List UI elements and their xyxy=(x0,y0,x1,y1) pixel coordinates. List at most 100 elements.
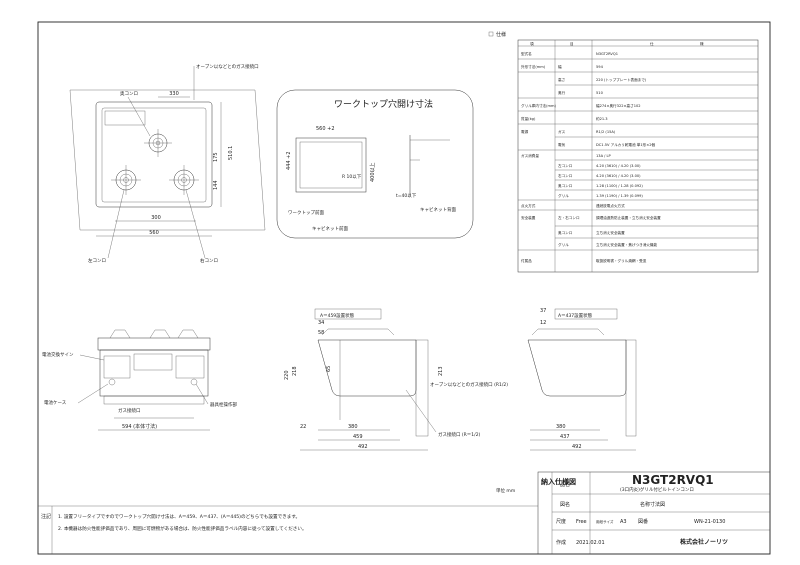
spec-row: 安全装置左・右コンロ調理油過熱防止装置・立ち消え安全装置 xyxy=(521,215,758,227)
svg-text:仕: 仕 xyxy=(650,41,654,46)
svg-text:グリル: グリル xyxy=(558,193,569,198)
cutout-c2: キャビネット前面 xyxy=(312,225,348,232)
svg-text:立ち消え安全装置・焦げつき消火機能: 立ち消え安全装置・焦げつき消火機能 xyxy=(596,242,657,247)
svg-text:218: 218 xyxy=(292,366,298,376)
cutout-title: ワークトップ穴開け寸法 xyxy=(334,98,433,110)
sheet-border xyxy=(37,21,771,555)
company-name: 株式会社ノーリツ xyxy=(680,538,728,546)
svg-text:1.39 (1190) / 1.39 (0.099): 1.39 (1190) / 1.39 (0.099) xyxy=(596,194,643,198)
label-back-burner: 奥コンロ xyxy=(120,90,138,97)
top-view: 330 300 560 510.1 175 144 奥コンロ 左コンロ 右コンロ… xyxy=(69,63,266,264)
svg-text:220: 220 xyxy=(284,370,290,380)
spec-row: 質量(kg)約21.3 xyxy=(518,116,758,125)
spec-row: グリル 1.39 (1190) / 1.39 (0.099) xyxy=(518,193,758,201)
dim-380: 380 xyxy=(348,424,358,430)
svg-text:幅: 幅 xyxy=(558,64,562,69)
svg-text:34: 34 xyxy=(318,320,324,326)
svg-text:12: 12 xyxy=(540,320,546,326)
spec-row: 右コンロ 4.20 (3610) / 4.20 (3.00) xyxy=(555,173,758,181)
spec-row: 点火方式連続放電点火方式 xyxy=(518,203,758,211)
svg-text:調理油過熱防止装置・立ち消え安全装置: 調理油過熱防止装置・立ち消え安全装置 xyxy=(596,215,661,220)
label-left-burner: 左コンロ xyxy=(88,257,106,264)
svg-text:図名: 図名 xyxy=(560,501,570,508)
model-subtitle: (3口内炎)グリル付ビルトインコンロ xyxy=(620,486,694,493)
svg-text:65: 65 xyxy=(326,366,332,372)
svg-text:グリル庫内寸法(mm): グリル庫内寸法(mm) xyxy=(521,103,557,108)
right-burner-symbol xyxy=(169,165,199,195)
dim-492: 492 xyxy=(358,444,368,450)
cutout-panel: ワークトップ穴開け寸法 560 +2 444 +2 R 10以下 400以上 ワ… xyxy=(276,89,474,239)
svg-text:作成: 作成 xyxy=(556,539,566,546)
notes-block: 注記 1. 設置フリータイプですのでワークトップ穴開け寸法は、A＝459、A＝4… xyxy=(38,505,538,554)
dim-144: 144 xyxy=(213,180,219,190)
svg-text:奥コンロ: 奥コンロ xyxy=(558,183,573,188)
svg-text:点火方式: 点火方式 xyxy=(521,203,536,208)
svg-text:幅274×奥行322×高さ102: 幅274×奥行322×高さ102 xyxy=(596,103,641,108)
svg-text:高さ: 高さ xyxy=(558,77,566,82)
svg-text:13A / LP: 13A / LP xyxy=(596,154,612,158)
spec-row: 奥コンロ 1.28 (1100) / 1.28 (0.092) xyxy=(555,183,758,191)
svg-text:DC1.5V アルカリ乾電池 単1形×2個: DC1.5V アルカリ乾電池 単1形×2個 xyxy=(596,142,656,147)
unit-label: 単位 mm xyxy=(496,487,515,494)
svg-text:尺度: 尺度 xyxy=(556,518,566,525)
label-gas-conn: ガス接続口 (R＝1/2) xyxy=(438,431,481,438)
cutout-dim-h: 444 +2 xyxy=(286,151,292,170)
svg-text:電源: 電源 xyxy=(521,129,529,134)
drawing-number: WN-21-0130 xyxy=(694,519,725,525)
dim-body-width: 594 (本体寸法) xyxy=(122,423,157,430)
svg-text:型式名: 型式名 xyxy=(521,51,532,56)
svg-text:右コンロ: 右コンロ xyxy=(558,173,573,178)
model-number: N3GT2RVQ1 xyxy=(632,473,714,487)
svg-text:様: 様 xyxy=(700,41,704,46)
svg-text:1.28 (1100) / 1.28 (0.092): 1.28 (1100) / 1.28 (0.092) xyxy=(596,184,643,188)
svg-text:付属品: 付属品 xyxy=(521,258,532,263)
svg-text:Free: Free xyxy=(576,519,587,525)
spec-row: 電気 DC1.5V アルカリ乾電池 単1形×2個 xyxy=(518,142,758,151)
note-2: 2. 本機器は防火性能評価品であり、周囲に可燃物がある場合は、防火性能評価品ラベ… xyxy=(58,525,307,532)
svg-text:492: 492 xyxy=(572,444,582,450)
svg-text:左・右コンロ: 左・右コンロ xyxy=(558,215,580,220)
view-a459-title: A＝459設置状態 xyxy=(320,312,355,319)
side-view-a459: A＝459設置状態 58 34 380 459 492 22 220 218 2… xyxy=(284,308,508,451)
spec-row: 奥コンロ立ち消え安全装置 xyxy=(555,230,758,239)
spec-row: グリル 立ち消え安全装置・焦げつき消火機能 xyxy=(518,242,758,251)
svg-text:4.20 (3610) / 4.20 (3.00): 4.20 (3610) / 4.20 (3.00) xyxy=(596,174,641,178)
spec-row: 型式名 N3GT2RVQ1 xyxy=(518,51,758,60)
dim-437: 437 xyxy=(560,434,570,440)
dim-175: 175 xyxy=(213,152,219,162)
svg-text:質量(kg): 質量(kg) xyxy=(521,116,536,121)
label-power-sign: 電池交換サイン xyxy=(42,351,74,358)
vertical-title: 納入仕様図 xyxy=(541,477,576,486)
dim-459: 459 xyxy=(353,434,363,440)
spec-title: 仕様 xyxy=(496,31,506,38)
svg-text:R1/2 (15A): R1/2 (15A) xyxy=(596,130,616,134)
svg-text:図番: 図番 xyxy=(638,518,648,525)
front-view: 電池交換サイン 電池ケース ガス接続口 器具栓操作部 594 (本体寸法) xyxy=(42,329,237,431)
spec-row: 付属品取扱説明書・グリル焼網・受皿 xyxy=(521,258,647,263)
svg-text:ガス: ガス xyxy=(558,129,566,134)
svg-text:N3GT2RVQ1: N3GT2RVQ1 xyxy=(596,52,618,56)
label-battery-case: 電池ケース xyxy=(44,399,67,406)
date-created: 2021.02.01 xyxy=(576,540,605,546)
svg-text:用紙サイズ: 用紙サイズ xyxy=(596,519,614,524)
svg-text:電気: 電気 xyxy=(558,142,566,147)
label-gas-inlet-front: ガス接続口 xyxy=(118,407,141,414)
label-gas-note: オーブン以などとのガス接続口 (R1/2) xyxy=(430,381,508,388)
svg-text:目: 目 xyxy=(570,41,574,46)
dim-330: 330 xyxy=(169,91,179,97)
view-a437-title: A＝437設置状態 xyxy=(558,312,593,319)
svg-text:213: 213 xyxy=(438,366,444,376)
svg-text:左コンロ: 左コンロ xyxy=(558,163,573,168)
spec-row: 電源 ガス R1/2 (15A) xyxy=(521,129,758,138)
svg-text:グリル: グリル xyxy=(558,242,569,247)
svg-text:510: 510 xyxy=(596,91,604,95)
svg-text:品名: 品名 xyxy=(560,481,570,488)
label-right-burner: 右コンロ xyxy=(200,257,218,264)
side-view-a437: A＝437設置状態 37 12 380 437 492 xyxy=(527,308,637,451)
dim-300: 300 xyxy=(151,215,161,221)
